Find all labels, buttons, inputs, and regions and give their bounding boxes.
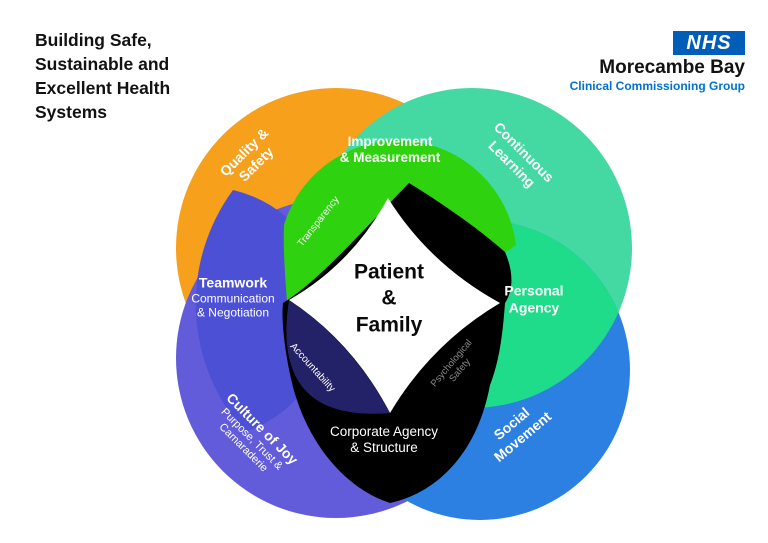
label-line: Agency	[508, 299, 560, 315]
label-patient-family: Patient & Family	[354, 260, 424, 339]
label-line: & Measurement	[339, 150, 441, 165]
label-corporate-agency: Corporate Agency & Structure	[330, 424, 438, 456]
label-line: &	[381, 286, 397, 310]
label-line: Teamwork	[198, 274, 268, 291]
label-line: & Negotiation	[196, 305, 270, 320]
label-line: Communication	[191, 291, 275, 306]
label-teamwork: Teamwork Communication & Negotiation	[191, 275, 274, 320]
nhs-logo-mark: NHS	[673, 31, 745, 55]
patient-family-region	[289, 198, 500, 413]
label-line: Family	[355, 313, 423, 337]
nhs-org-name: Morecambe Bay	[599, 57, 745, 78]
title-line: Systems	[35, 102, 107, 122]
label-line: Personal	[504, 282, 564, 299]
label-line: & Structure	[350, 440, 418, 455]
label-improvement: Improvement & Measurement	[340, 134, 441, 166]
page-title: Building Safe, Sustainable and Excellent…	[35, 28, 275, 124]
label-line: Patient	[353, 260, 425, 284]
accountability-region	[286, 300, 390, 414]
title-line: Building Safe,	[35, 30, 152, 50]
label-line: Corporate Agency	[329, 424, 439, 440]
title-line: Sustainable and	[35, 54, 170, 74]
label-line: Improvement	[347, 134, 433, 150]
label-personal-agency: Personal Agency	[504, 282, 563, 315]
title-line: Excellent Health	[35, 78, 171, 98]
nhs-org-subtitle: Clinical Commissioning Group	[569, 79, 745, 93]
nhs-logo: NHS Morecambe Bay Clinical Commissioning…	[545, 31, 745, 93]
